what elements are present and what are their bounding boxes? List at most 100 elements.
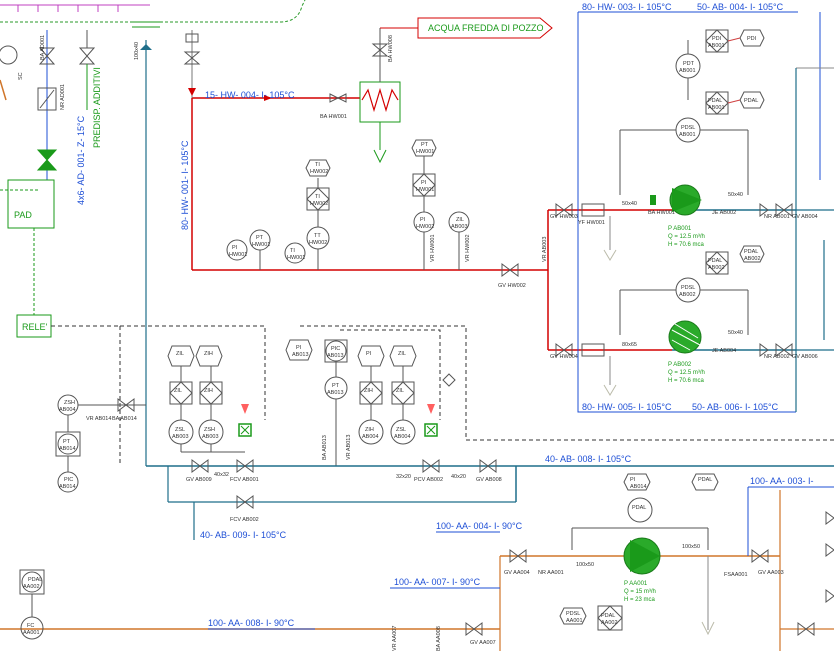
svg-text:GV AA004: GV AA004 (504, 570, 530, 576)
svg-text:HW001: HW001 (287, 255, 305, 261)
svg-text:TI: TI (315, 162, 320, 168)
ba-ad001-tag: BA AD001 (40, 35, 46, 60)
svg-text:PI: PI (420, 217, 426, 223)
svg-text:PIC: PIC (64, 477, 73, 483)
fcv-ab002-valve[interactable] (236, 495, 246, 509)
ad001-line-label: 4x6- AD- 001- Z- 15°C (76, 115, 86, 205)
gv-aa004-valve[interactable] (509, 549, 519, 563)
svg-text:100x40: 100x40 (134, 42, 140, 60)
pcv-ab002-valve[interactable] (422, 459, 432, 473)
predisp-label: PREDISP. ADDITIVI (92, 67, 102, 148)
svg-text:HW001: HW001 (416, 187, 434, 193)
svg-text:AB013: AB013 (292, 352, 309, 358)
svg-text:40x32: 40x32 (214, 472, 229, 478)
gv-ab008-valve[interactable] (479, 459, 489, 473)
acqua-fredda-label: ACQUA FREDDA DI POZZO (428, 23, 544, 33)
magenta-drops (17, 5, 119, 12)
svg-text:PDAL: PDAL (744, 98, 758, 104)
svg-text:GV AB004: GV AB004 (792, 214, 818, 220)
rele-label: RELE' (22, 322, 48, 332)
svg-text:GV AA007: GV AA007 (470, 640, 496, 646)
tw-hw001-group: PI HW001 (226, 239, 248, 261)
svg-text:FC: FC (27, 623, 34, 629)
svg-text:VR AB014: VR AB014 (86, 416, 111, 422)
fcv-ab001-actuator[interactable] (238, 423, 252, 437)
svg-text:PDI: PDI (712, 36, 722, 42)
aa004-label: 100- AA- 004- I- 90°C (436, 521, 523, 531)
ba-hw008-valve[interactable] (371, 43, 389, 51)
svg-text:PI: PI (630, 477, 636, 483)
gv-ab009-valve[interactable] (191, 459, 201, 473)
svg-text:SC: SC (18, 72, 24, 80)
svg-text:ZSH: ZSH (64, 400, 75, 406)
nr-ab001-valve[interactable] (759, 203, 769, 217)
svg-text:GV AB009: GV AB009 (186, 477, 212, 483)
gv-hw003-valve[interactable] (555, 203, 565, 217)
svg-text:PDAL: PDAL (708, 258, 722, 264)
nr-ab002-valve[interactable] (759, 343, 769, 357)
svg-text:PT: PT (421, 142, 429, 148)
gv-ab004-valve[interactable] (775, 203, 785, 217)
svg-text:ZIL: ZIL (398, 351, 406, 357)
svg-text:ZSL: ZSL (396, 427, 406, 433)
svg-text:GV AB006: GV AB006 (792, 354, 818, 360)
svg-text:PDAL: PDAL (601, 613, 615, 619)
svg-text:VR AB013: VR AB013 (346, 435, 352, 460)
svg-text:BA AB013: BA AB013 (322, 435, 328, 460)
hw004-label: 15- HW- 004- I- 105°C (205, 90, 295, 100)
skid-boundary (577, 12, 796, 413)
svg-text:PT: PT (332, 383, 340, 389)
svg-text:PT: PT (256, 235, 264, 241)
pad-box (7, 179, 55, 229)
svg-text:PI: PI (421, 180, 427, 186)
svg-text:80x65: 80x65 (622, 342, 637, 348)
svg-text:PT: PT (63, 439, 71, 445)
svg-text:PDT: PDT (683, 61, 695, 67)
svg-text:NR AA001: NR AA001 (538, 570, 564, 576)
svg-text:PDAL: PDAL (632, 505, 646, 511)
ba-ad001-valve[interactable] (38, 47, 56, 57)
ab004-label: 50- AB- 004- I- 105°C (697, 2, 784, 12)
yf-hw001-strainer[interactable] (581, 203, 605, 217)
ba-ad002-valve[interactable] (78, 47, 96, 57)
top-gv-valve[interactable] (183, 51, 201, 59)
svg-text:TT: TT (314, 233, 321, 239)
aa008-label: 100- AA- 008- I- 90°C (208, 618, 295, 628)
ba-hw001-valve[interactable] (329, 93, 340, 103)
svg-text:ZIH: ZIH (364, 388, 373, 394)
svg-text:AB003: AB003 (172, 434, 189, 440)
svg-text:AB003: AB003 (451, 224, 468, 230)
svg-text:50x40: 50x40 (728, 330, 743, 336)
nr-ad001-valve[interactable] (37, 87, 57, 111)
gv-ab006-valve[interactable] (775, 343, 785, 357)
fcv-ab001-valve[interactable] (236, 459, 246, 473)
green-dashed-boundary (0, 0, 306, 23)
gv-pump2-inlet[interactable] (555, 343, 565, 357)
svg-text:AB001: AB001 (679, 68, 696, 74)
hw003-label: 80- HW- 003- I- 105°C (582, 2, 672, 12)
solenoid-valve[interactable] (36, 149, 58, 161)
svg-text:FCV AB001: FCV AB001 (230, 477, 259, 483)
acqua-fredda-tag (417, 17, 553, 39)
svg-text:ZIL: ZIL (456, 217, 464, 223)
pad-label: PAD (14, 210, 32, 220)
svg-text:JE AB002: JE AB002 (712, 210, 736, 216)
svg-text:AB002: AB002 (708, 265, 725, 271)
svg-text:AA002: AA002 (601, 620, 618, 626)
gv-aa003-valve[interactable] (751, 549, 761, 563)
svg-text:ZIL: ZIL (176, 351, 184, 357)
ab008-label: 40- AB- 008- I- 105°C (545, 454, 632, 464)
svg-text:AB004: AB004 (362, 434, 379, 440)
svg-text:AB001: AB001 (708, 105, 725, 111)
svg-text:AB014: AB014 (630, 484, 647, 490)
svg-text:JE AB004: JE AB004 (712, 348, 736, 354)
gv-aa007-valve[interactable] (465, 622, 475, 636)
svg-text:PI: PI (296, 345, 302, 351)
pump2-strainer[interactable] (581, 343, 605, 357)
svg-text:PDSL: PDSL (681, 285, 695, 291)
svg-text:AB014: AB014 (59, 484, 76, 490)
gv-hw002-valve[interactable] (501, 263, 511, 277)
ba-ab014-valve[interactable] (117, 398, 127, 412)
svg-text:AB001: AB001 (679, 132, 696, 138)
pcv-ab002-actuator[interactable] (424, 423, 438, 437)
